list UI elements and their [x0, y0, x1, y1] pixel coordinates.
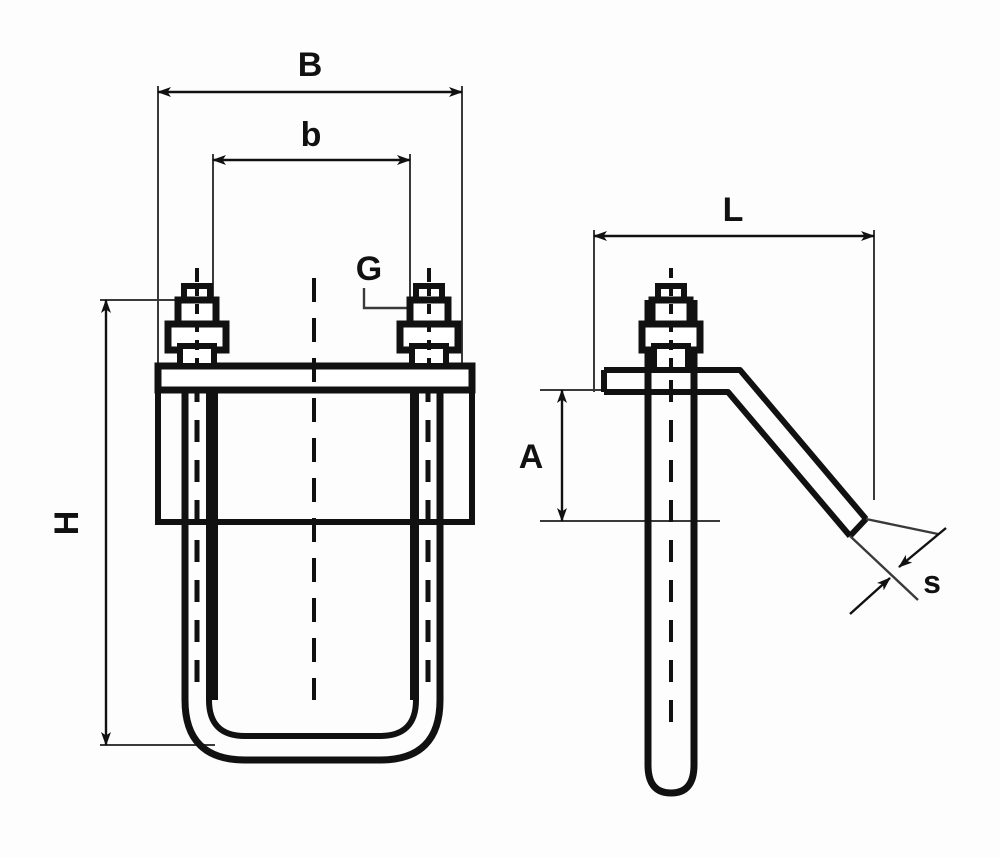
- dim-label-A: A: [519, 438, 544, 476]
- dimension-b: b: [212, 116, 411, 165]
- dimension-B: B: [157, 46, 463, 97]
- bolt-axis-ticks-front: [195, 268, 431, 282]
- hex-nut-right: [396, 283, 462, 369]
- pipe-side-walls: [212, 388, 416, 700]
- dim-arrow-s-lower: [849, 577, 891, 615]
- u-bolt-side-outer: [644, 300, 698, 797]
- front-view: B b H G: [48, 46, 476, 764]
- dimension-A: A: [519, 389, 567, 522]
- front-view-extension-lines: [100, 86, 463, 746]
- dimension-L: L: [593, 191, 875, 241]
- bracket-tip-end-cap: [847, 516, 869, 539]
- hex-nut-left: [164, 283, 230, 369]
- side-view-extension-lines: [540, 230, 875, 522]
- side-view: L A: [519, 191, 947, 797]
- ext-line-s-lower: [849, 535, 919, 601]
- dimension-s: s: [849, 517, 947, 615]
- dim-label-H: H: [48, 511, 86, 536]
- dim-label-b: b: [301, 116, 322, 154]
- u-bolt-side: [644, 300, 698, 797]
- u-bolt-inner-profile: [206, 300, 419, 739]
- dim-label-G: G: [356, 250, 382, 288]
- ext-line-s-upper: [865, 517, 939, 536]
- dim-label-B: B: [298, 46, 323, 84]
- dim-label-L: L: [723, 191, 744, 229]
- u-bolt-front: [181, 300, 444, 764]
- dim-label-s: s: [923, 564, 941, 600]
- dim-arrow-s-upper: [898, 527, 947, 568]
- dimension-H: H: [48, 299, 111, 746]
- u-bolt-outer-profile: [181, 300, 444, 764]
- u-bolt-thread-hatching: [194, 300, 431, 700]
- hex-nut-side: [638, 268, 704, 373]
